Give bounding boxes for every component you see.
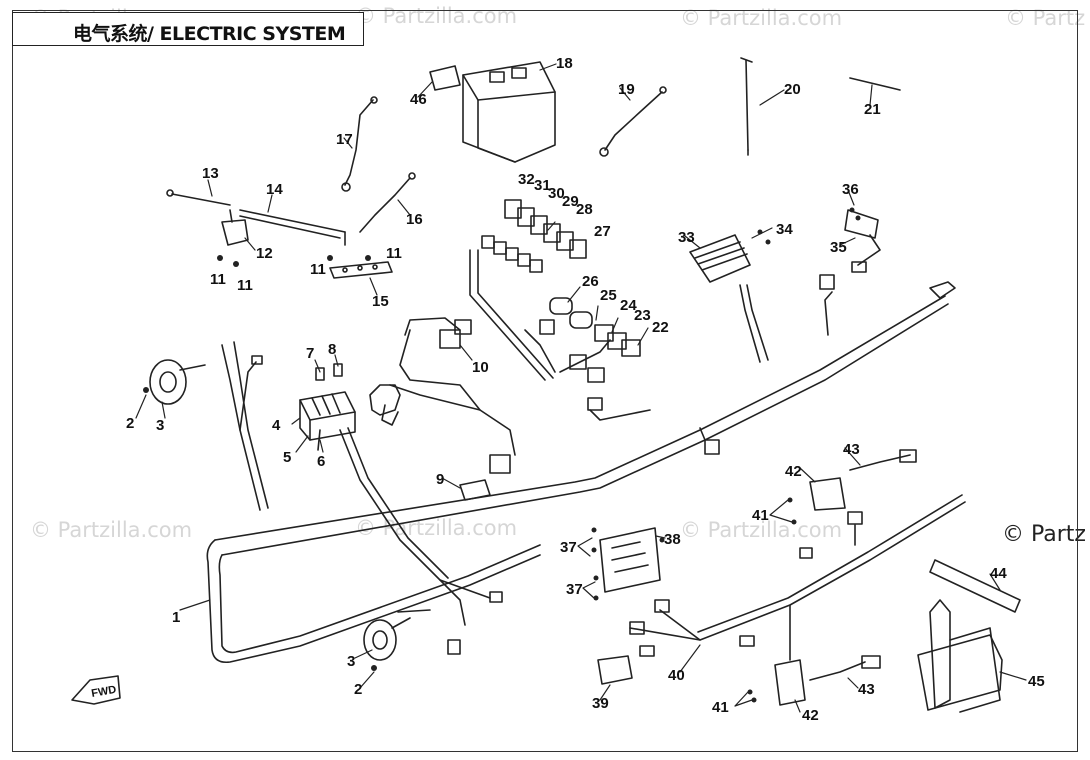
callout-9: 9 <box>436 471 444 488</box>
callout-11: 11 <box>237 277 253 294</box>
watermark: © Partz <box>1002 522 1086 547</box>
callout-42: 42 <box>785 463 802 480</box>
callout-44: 44 <box>990 565 1007 582</box>
callout-46: 46 <box>410 91 427 108</box>
callout-11: 11 <box>386 245 402 262</box>
battery <box>462 61 556 163</box>
ecu-module <box>599 527 661 593</box>
callout-32: 32 <box>518 171 535 188</box>
fwd-label: FWD <box>90 684 117 700</box>
callout-8: 8 <box>328 341 336 358</box>
fuse-connector-row <box>481 235 543 273</box>
callout-38: 38 <box>664 531 681 548</box>
callout-10: 10 <box>472 359 489 376</box>
callout-20: 20 <box>784 81 801 98</box>
callout-1: 1 <box>172 609 180 626</box>
sensor-lower <box>774 659 806 706</box>
callout-21: 21 <box>864 101 881 118</box>
fuse-box <box>299 391 356 441</box>
callout-7: 7 <box>306 345 314 362</box>
callout-41: 41 <box>752 507 769 524</box>
callout-30: 30 <box>548 185 565 202</box>
callout-45: 45 <box>1028 673 1045 690</box>
callout-5: 5 <box>283 449 291 466</box>
callout-12: 12 <box>256 245 273 262</box>
battery-pad <box>429 65 461 91</box>
callout-16: 16 <box>406 211 423 228</box>
callout-34: 34 <box>776 221 793 238</box>
main-wiring-harness <box>206 249 956 664</box>
callout-6: 6 <box>317 453 325 470</box>
callout-25: 25 <box>600 287 617 304</box>
callout-39: 39 <box>592 695 609 712</box>
mount-bracket <box>917 599 1003 713</box>
callout-22: 22 <box>652 319 669 336</box>
callout-3: 3 <box>156 417 164 434</box>
relay-bank <box>504 199 587 259</box>
callout-37: 37 <box>566 581 583 598</box>
title-box: 电气系统/ ELECTRIC SYSTEM <box>12 12 364 46</box>
callout-14: 14 <box>266 181 283 198</box>
watermark: © Partzilla.com <box>355 516 518 540</box>
diagram-title: 电气系统/ ELECTRIC SYSTEM <box>73 23 346 45</box>
callout-15: 15 <box>372 293 389 310</box>
callout-29: 29 <box>562 193 579 210</box>
callout-2: 2 <box>354 681 362 698</box>
callout-42: 42 <box>802 707 819 724</box>
horn-upper <box>149 359 187 405</box>
horn-lower <box>363 619 397 661</box>
sensor-upper <box>809 477 846 511</box>
callout-4: 4 <box>272 417 281 434</box>
callout-3: 3 <box>347 653 355 670</box>
callout-36: 36 <box>842 181 859 198</box>
callout-18: 18 <box>556 55 573 72</box>
callout-23: 23 <box>634 307 651 324</box>
callout-37: 37 <box>560 539 577 556</box>
callout-13: 13 <box>202 165 219 182</box>
callout-40: 40 <box>668 667 685 684</box>
fwd-arrow <box>71 675 121 705</box>
callout-41: 41 <box>712 699 729 716</box>
voltage-regulator <box>689 234 751 283</box>
watermark: © Partzilla.com <box>355 4 518 28</box>
callout-28: 28 <box>576 201 593 218</box>
callout-11: 11 <box>310 261 326 278</box>
callout-33: 33 <box>678 229 695 246</box>
callout-17: 17 <box>336 131 353 148</box>
callout-43: 43 <box>843 441 860 458</box>
callout-27: 27 <box>594 223 611 240</box>
watermark: © Partzilla.com <box>30 518 193 542</box>
callout-11: 11 <box>210 271 226 288</box>
callout-2: 2 <box>126 415 134 432</box>
watermark: © Partzilla.com <box>680 518 843 542</box>
callout-43: 43 <box>858 681 875 698</box>
callout-35: 35 <box>830 239 847 256</box>
callout-24: 24 <box>620 297 637 314</box>
callout-19: 19 <box>618 81 635 98</box>
callout-26: 26 <box>582 273 599 290</box>
callout-31: 31 <box>534 177 551 194</box>
